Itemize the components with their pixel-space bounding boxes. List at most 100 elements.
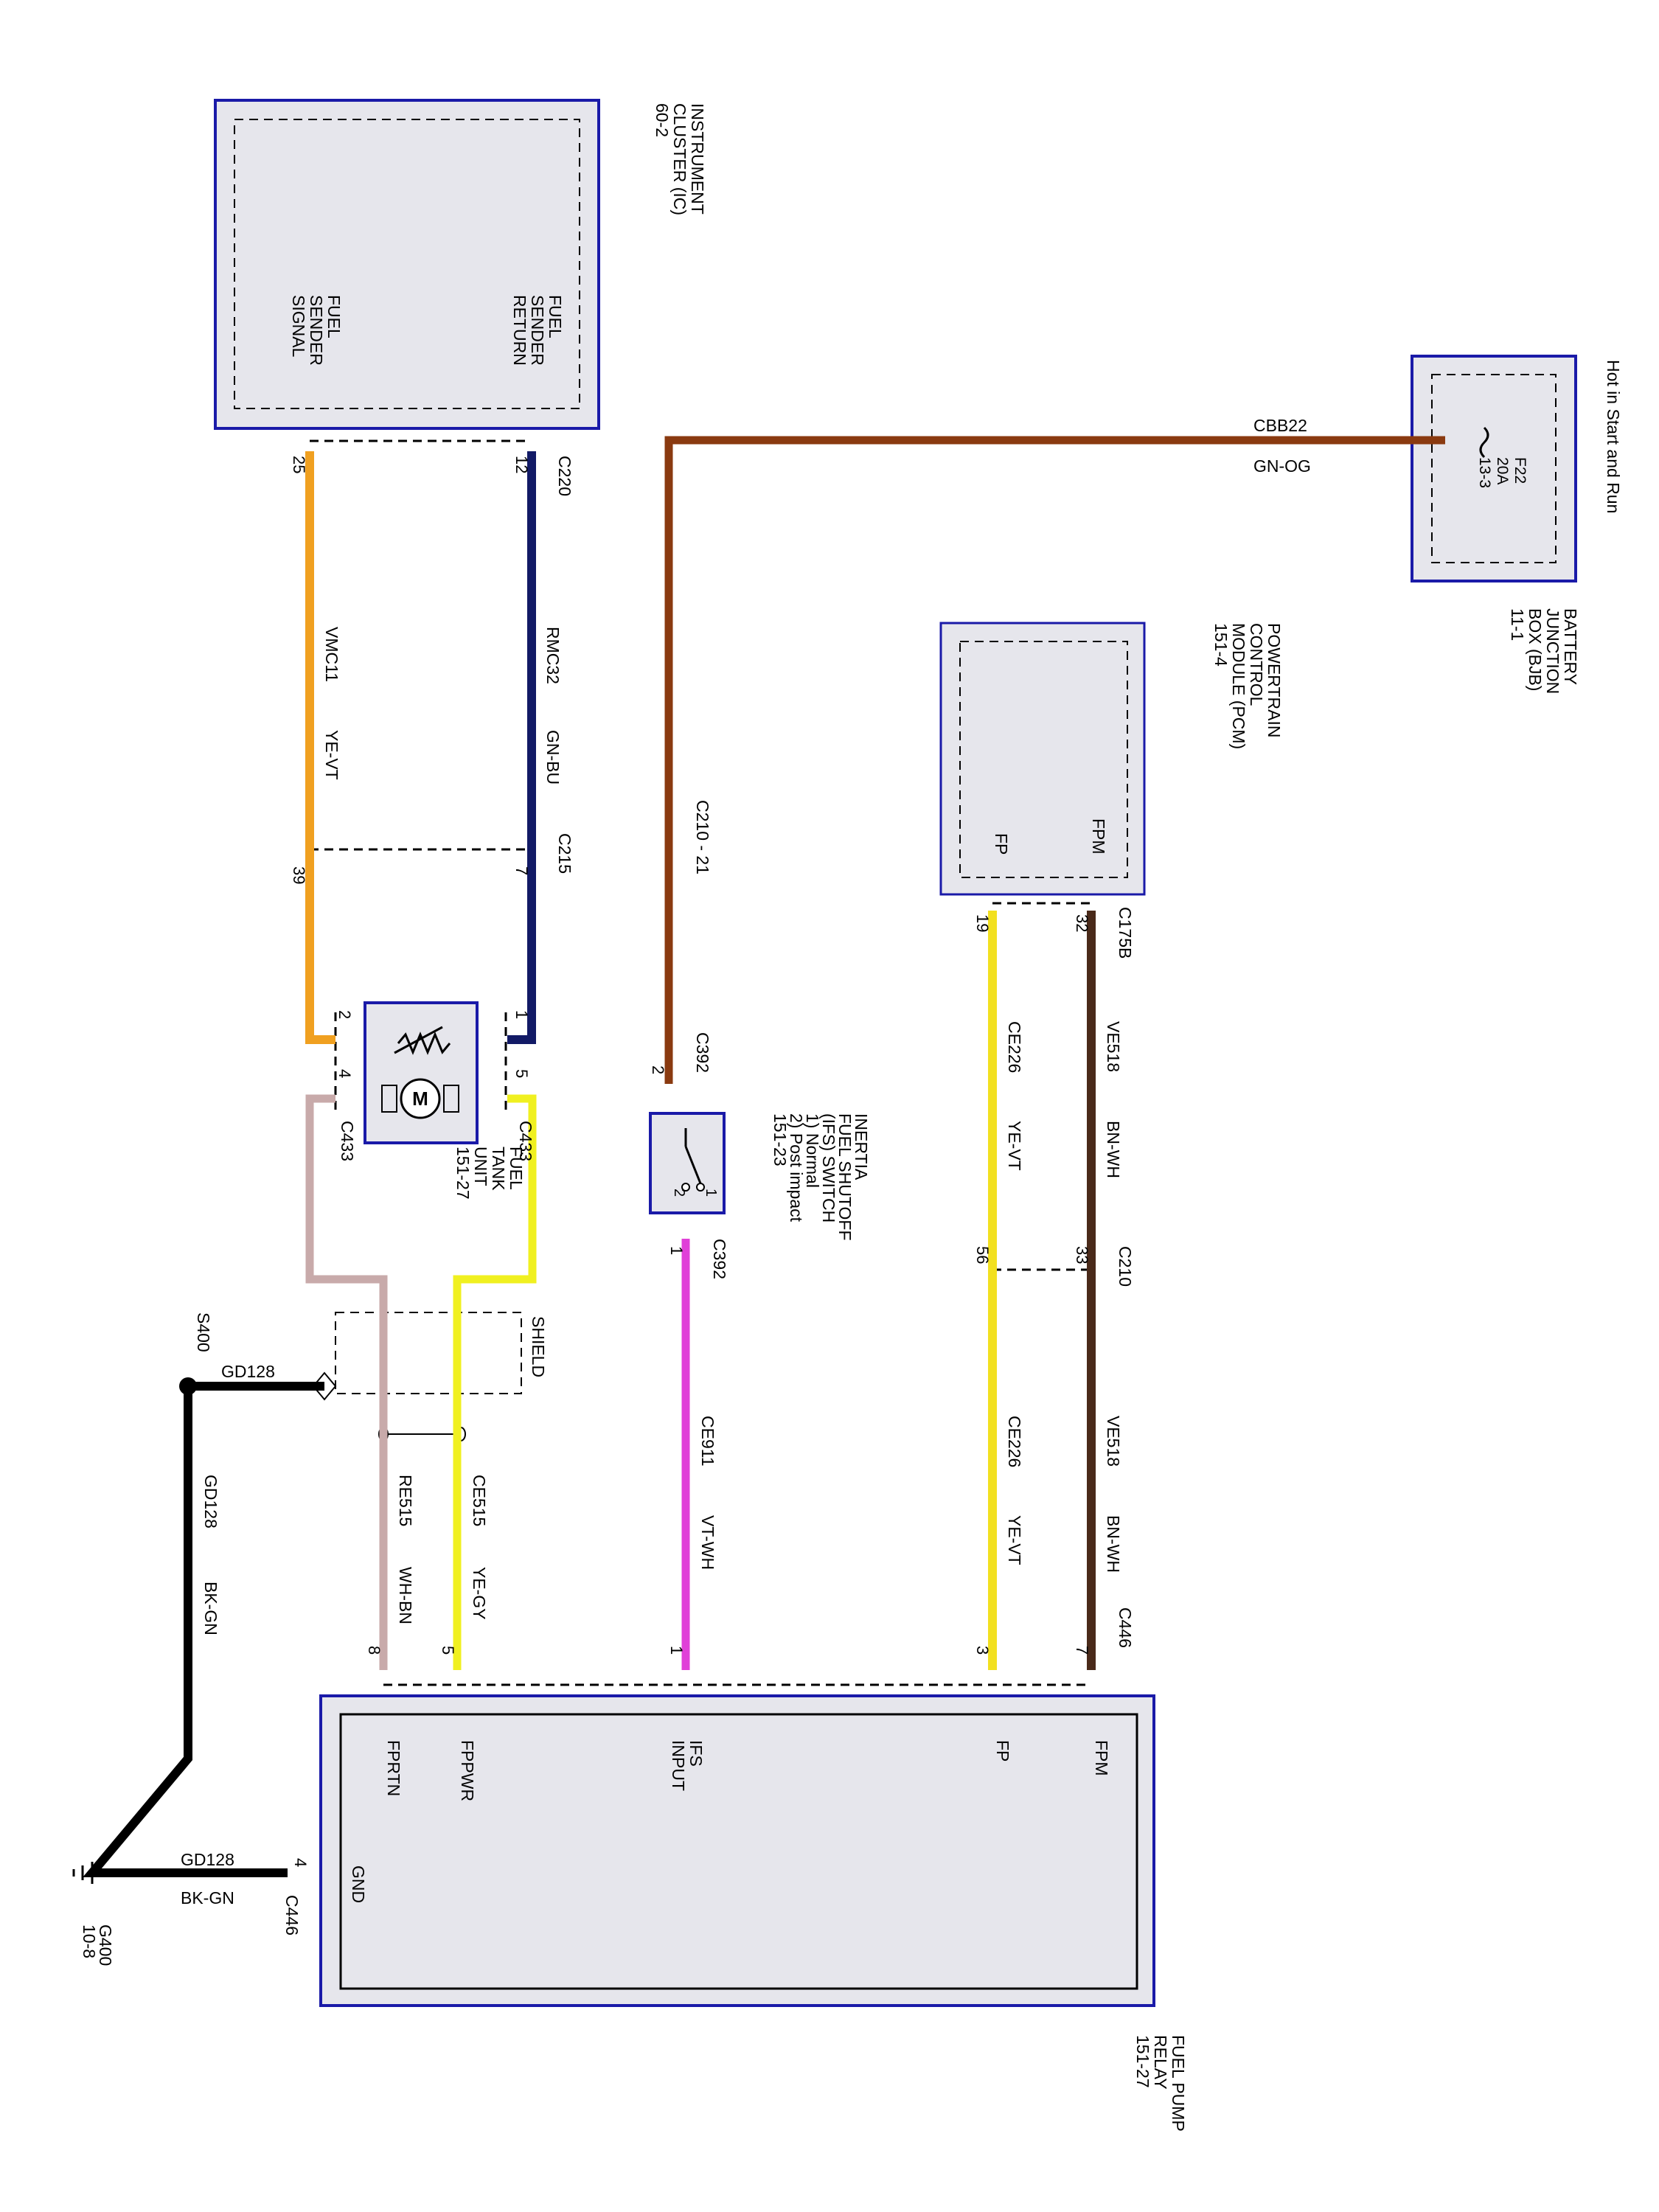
pin-number-2: 2 <box>335 1010 354 1019</box>
fuse-f22-line-1: 20A <box>1494 457 1511 484</box>
fuse-icon <box>1479 426 1489 459</box>
wire-ce515 <box>453 1094 537 1670</box>
wire-label-bn-wh-bottom: BN-WH <box>1104 1515 1123 1573</box>
wire-label-ce515: CE515 <box>470 1475 489 1526</box>
battery-junction-box <box>1411 355 1577 582</box>
connector-c433-top: C433 <box>516 1121 535 1161</box>
wire-label-bk-gn-b: BK-GN <box>201 1582 220 1635</box>
pin-number-5: 5 <box>512 1069 531 1078</box>
pin-number-3: 3 <box>973 1646 992 1655</box>
ground-g400-line-1: 10-8 <box>80 1924 99 1958</box>
ic-pin-fuel-sender-signal-line-2: SIGNAL <box>289 295 308 358</box>
pin-number-12: 12 <box>512 456 531 473</box>
pcm-name-line-0: POWERTRAIN <box>1265 623 1284 737</box>
pcm-pin-fpm: FPM <box>1089 818 1108 855</box>
fuel-pump-relay-name-line-2: 151-27 <box>1133 2035 1152 2088</box>
wire-label-cbb22: CBB22 <box>1253 416 1307 435</box>
wire-label-ye-vt-1: YE-VT <box>322 730 341 780</box>
motor-icon <box>400 1078 441 1119</box>
wire-label-gd128-c: GD128 <box>181 1850 234 1869</box>
wire-label-rmc32: RMC32 <box>543 627 563 684</box>
pin-number-2: 2 <box>649 1065 667 1074</box>
ifs-name-line-5: 151-23 <box>771 1113 790 1166</box>
wire-label-gn-bu: GN-BU <box>543 730 563 785</box>
connector-c210-21: C210 - 21 <box>693 800 712 874</box>
fuel-tank-unit-name-line-1: TANK <box>489 1147 508 1191</box>
connector-c392-bottom: C392 <box>710 1239 729 1279</box>
pin-number-8: 8 <box>365 1646 383 1655</box>
wire-label-bk-gn-c: BK-GN <box>181 1888 234 1907</box>
relay-pin-gnd: GND <box>349 1865 368 1903</box>
wire-label-ve518-bottom: VE518 <box>1104 1416 1123 1467</box>
wire-label-ye-vt-top: YE-VT <box>1005 1121 1024 1171</box>
fuel-tank-unit-name-line-0: FUEL <box>507 1147 526 1190</box>
pin-number-4: 4 <box>291 1858 310 1867</box>
wire-label-gn-og: GN-OG <box>1253 456 1311 476</box>
shield <box>312 1312 522 1441</box>
wire-label-ye-gy: YE-GY <box>470 1567 489 1620</box>
splice-s400 <box>179 1377 197 1395</box>
connector-c175b: C175B <box>1116 907 1135 959</box>
wire-label-ce226-bottom: CE226 <box>1005 1416 1024 1467</box>
fuel-pump-relay-name-line-0: FUEL PUMP <box>1169 2035 1188 2132</box>
ifs-name-line-4: 2) Post impact <box>787 1113 806 1222</box>
wire-label-ve518-top: VE518 <box>1104 1021 1123 1072</box>
fuel-pump-relay <box>319 1694 1155 2007</box>
wire-label-ce911: CE911 <box>698 1416 717 1467</box>
motor-label: M <box>412 1088 428 1110</box>
bjb-name-line-2: BOX (BJB) <box>1526 608 1545 691</box>
bjb-name-line-0: BATTERY <box>1561 608 1580 685</box>
relay-pin-ifs: IFS <box>686 1740 706 1767</box>
splice-s400-label: S400 <box>194 1312 213 1352</box>
connector-c433-bottom: C433 <box>338 1121 357 1161</box>
pin-number-19: 19 <box>973 914 992 932</box>
ic-pin-fuel-sender-return-line-1: SENDER <box>528 295 547 366</box>
pin-number-39: 39 <box>290 866 308 884</box>
ground-icon <box>72 1862 94 1884</box>
ic-pin-fuel-sender-signal-line-0: FUEL <box>324 295 344 338</box>
wire-label-gd128-b: GD128 <box>201 1475 220 1528</box>
wire-vmc11 <box>305 451 335 1044</box>
pin-number-56: 56 <box>973 1246 992 1264</box>
connector-c392-top: C392 <box>693 1032 712 1073</box>
pin-number-4: 4 <box>335 1069 354 1078</box>
ifs-contact-1: 1 <box>703 1189 719 1197</box>
connector-c215: C215 <box>555 833 574 874</box>
pin-number-1: 1 <box>512 1010 531 1019</box>
connector-c210: C210 <box>1116 1246 1135 1287</box>
ic-pin-fuel-sender-return-line-0: FUEL <box>546 295 565 338</box>
pcm-name-line-1: CONTROL <box>1247 623 1266 706</box>
ifs-contact-2: 2 <box>671 1189 687 1197</box>
fuse-f22-line-0: F22 <box>1512 457 1528 484</box>
pin-number-33: 33 <box>1073 1246 1091 1264</box>
shield-label: SHIELD <box>529 1316 548 1377</box>
ifs-name-line-2: (IFS) SWITCH <box>819 1113 838 1222</box>
ground-g400-line-0: G400 <box>96 1924 115 1966</box>
ic-name-line-2: 60-2 <box>653 103 672 137</box>
pin-number-1: 1 <box>667 1646 686 1655</box>
fuel-tank-unit: M <box>364 1001 479 1144</box>
wire-re515 <box>305 1094 388 1670</box>
relay-pin-fp: FP <box>993 1740 1012 1761</box>
bjb-name-line-1: JUNCTION <box>1543 608 1562 694</box>
ifs-name-line-0: INERTIA <box>852 1113 871 1180</box>
ic-pin-fuel-sender-return-line-2: RETURN <box>510 295 529 366</box>
fuse-f22-line-2: 13-3 <box>1476 457 1493 488</box>
relay-pin-fpm: FPM <box>1092 1740 1111 1776</box>
relay-pin-fppwr: FPPWR <box>458 1740 477 1801</box>
wire-label-wh-bn: WH-BN <box>396 1567 415 1624</box>
pin-number-1: 1 <box>667 1246 686 1255</box>
bjb-hot-label: Hot in Start and Run <box>1604 360 1623 513</box>
wire-gd128 <box>83 1382 324 1877</box>
wire-label-vmc11: VMC11 <box>322 627 341 682</box>
wire-label-ce226-top: CE226 <box>1005 1021 1024 1073</box>
ic-name-line-0: INSTRUMENT <box>688 103 707 215</box>
wire-label-re515: RE515 <box>396 1475 415 1526</box>
instrument-cluster <box>214 99 600 430</box>
wire-rmc32 <box>507 451 536 1044</box>
powertrain-control-module <box>939 622 1146 896</box>
pin-number-7: 7 <box>1073 1646 1091 1655</box>
fuel-pump-relay-name-line-1: RELAY <box>1151 2035 1170 2090</box>
wire-label-ye-vt-bottom: YE-VT <box>1005 1515 1024 1565</box>
fuel-tank-unit-name-line-3: 151-27 <box>453 1147 473 1200</box>
